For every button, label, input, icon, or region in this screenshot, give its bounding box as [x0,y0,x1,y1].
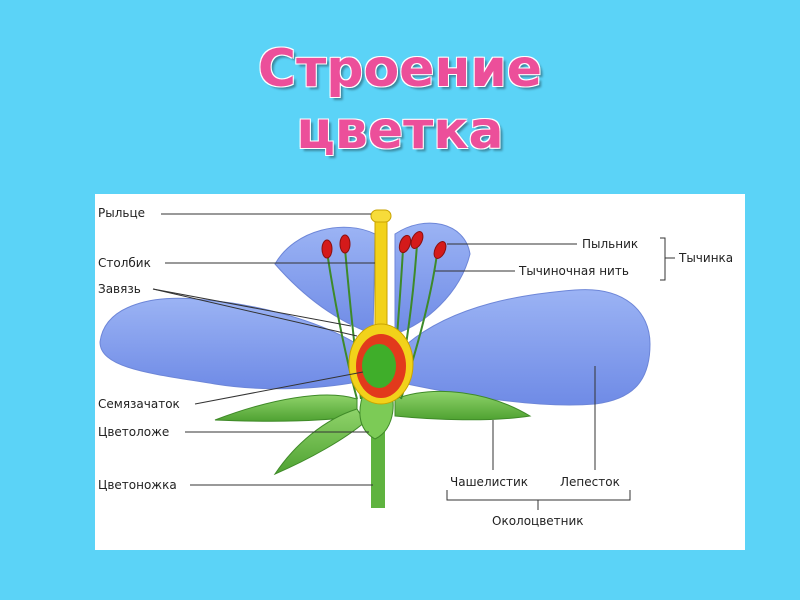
flower-diagram [99,209,675,510]
anther-4 [433,241,447,259]
label-anther: Пыльник [582,237,639,251]
leader-ovary-1 [152,288,358,337]
label-ovule: Семязачаток [98,397,180,411]
label-perianth: Околоцветник [492,514,584,528]
leader-ovary-2 [152,288,352,327]
diagram-panel: Рыльце Столбик Завязь Семязачаток Цветол… [95,194,745,550]
leader-ovule [194,371,364,405]
anther-2 [339,234,351,254]
anther-5 [398,234,412,254]
label-pedicel: Цветоножка [98,478,177,492]
label-stamen: Тычинка [679,251,734,265]
label-receptacle: Цветоложе [98,425,170,439]
left-petal [99,297,358,390]
title-line-2: цветка [296,101,504,161]
label-petal: Лепесток [560,475,620,489]
bracket-perianth [446,490,631,510]
right-petal [406,289,651,406]
stigma [370,209,392,223]
style [374,217,388,327]
label-sepal: Чашелистик [450,475,529,489]
label-style: Столбик [98,256,151,270]
sepal-left [214,394,358,422]
bracket-stamen [660,237,675,281]
sepal-left-lower [273,408,366,476]
ovule [362,344,396,388]
label-ovary: Завязь [98,282,141,296]
label-stigma: Рыльце [98,206,146,220]
sepal-right [394,390,532,421]
anther-1 [321,239,333,259]
label-filament: Тычиночная нить [519,264,629,278]
pedicel-stem [371,424,385,508]
slide-title: Строение цветка [0,38,800,162]
title-line-1: Строение [257,39,543,99]
anther-3 [410,231,424,249]
